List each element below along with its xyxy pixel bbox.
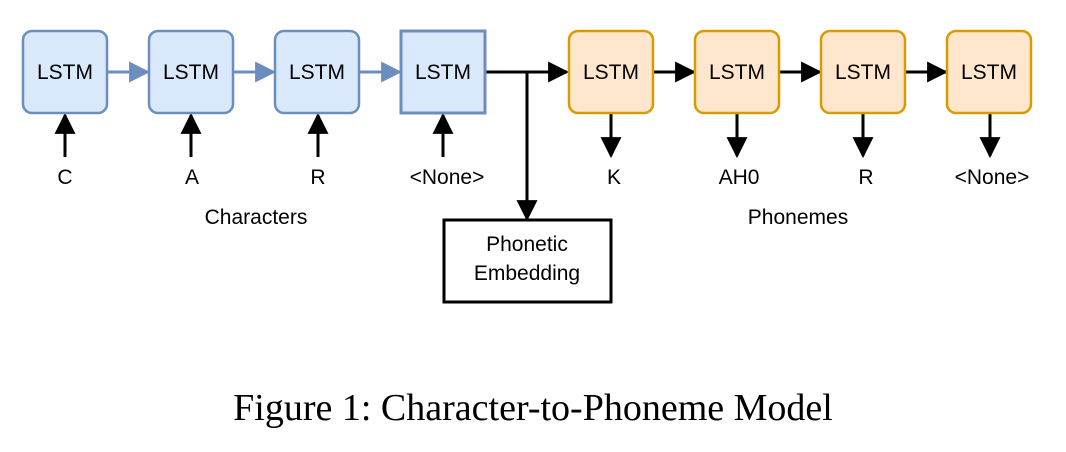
input-char-r: R bbox=[310, 166, 325, 189]
lstm-label: LSTM bbox=[415, 61, 471, 84]
lstm-label: LSTM bbox=[835, 61, 891, 84]
decoder-lstm-cell-4: LSTM bbox=[945, 29, 1033, 115]
encoder-lstm-cell-4: LSTM bbox=[399, 29, 487, 115]
decoder-lstm-cell-1: LSTM bbox=[567, 29, 655, 115]
input-char-c: C bbox=[57, 166, 72, 189]
decoder-lstm-cell-2: LSTM bbox=[693, 29, 781, 115]
input-char-none: <None> bbox=[410, 166, 485, 189]
output-phoneme-none: <None> bbox=[955, 166, 1030, 189]
encoder-lstm-cell-2: LSTM bbox=[147, 29, 235, 115]
embedding-label-line2: Embedding bbox=[474, 262, 580, 285]
input-char-a: A bbox=[185, 166, 199, 189]
phonemes-group-label: Phonemes bbox=[748, 206, 848, 229]
embedding-label-line1: Phonetic bbox=[486, 233, 568, 256]
output-phoneme-k: K bbox=[607, 166, 621, 189]
lstm-label: LSTM bbox=[163, 61, 219, 84]
encoder-lstm-cell-3: LSTM bbox=[273, 29, 361, 115]
encoder-lstm-cell-1: LSTM bbox=[21, 29, 109, 115]
figure-caption: Figure 1: Character-to-Phoneme Model bbox=[233, 387, 833, 429]
lstm-label: LSTM bbox=[289, 61, 345, 84]
lstm-label: LSTM bbox=[961, 61, 1017, 84]
output-phoneme-ah0: AH0 bbox=[719, 166, 760, 189]
lstm-label: LSTM bbox=[37, 61, 93, 84]
lstm-label: LSTM bbox=[583, 61, 639, 84]
characters-group-label: Characters bbox=[205, 206, 308, 229]
lstm-label: LSTM bbox=[709, 61, 765, 84]
phonetic-embedding-box: Phonetic Embedding bbox=[442, 218, 613, 304]
output-phoneme-r: R bbox=[858, 166, 873, 189]
decoder-lstm-cell-3: LSTM bbox=[819, 29, 907, 115]
